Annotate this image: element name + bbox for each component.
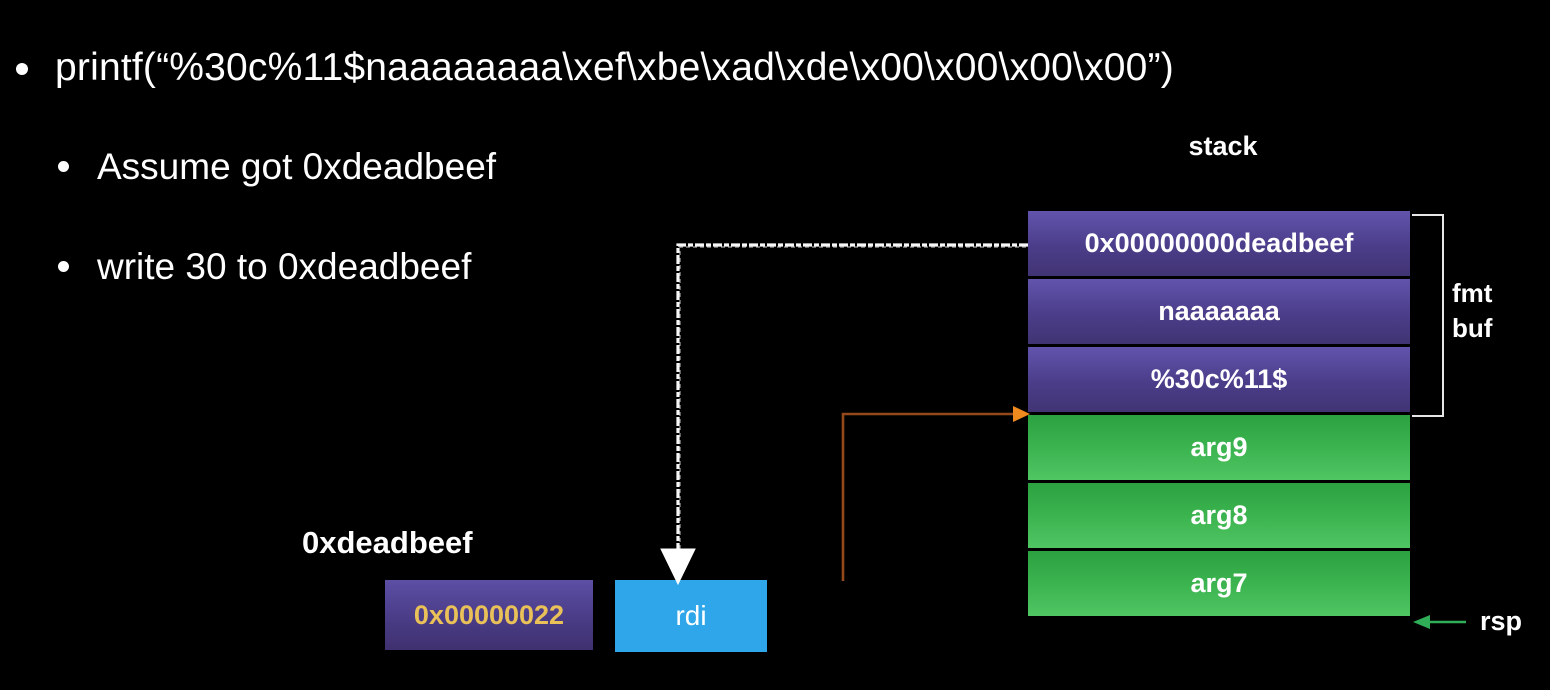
stack-row-arg8: arg8: [1028, 483, 1410, 548]
rsp-label: rsp: [1480, 606, 1523, 636]
printf-format-string-text: printf(“%30c%11$naaaaaaaa\xef\xbe\xad\xd…: [55, 46, 1174, 89]
fmt-buf-bracket: [1412, 214, 1444, 417]
write-arrow-line-texture: [679, 246, 1026, 550]
stack-row-deadbeef-value: 0x00000000deadbeef: [1028, 211, 1410, 276]
rdi-arrow: [841, 406, 1030, 581]
got-value-text: 0x00000022: [413, 599, 565, 630]
stack-column: 0x00000000deadbeef naaaaaaa %30c%11$ arg…: [1028, 211, 1410, 619]
stack-row-format-spec: %30c%11$: [1028, 347, 1410, 412]
stack-title: stack: [1188, 131, 1258, 161]
bullet-write-30: write 30 to 0xdeadbeef: [58, 246, 471, 288]
got-address-label: 0xdeadbeef: [302, 525, 473, 560]
write-30-text: write 30 to 0xdeadbeef: [97, 246, 472, 287]
got-value-box: 0x00000022: [385, 580, 593, 650]
fmt-buf-label: fmt buf: [1452, 276, 1492, 346]
assume-got-text: Assume got 0xdeadbeef: [97, 146, 497, 187]
stack-row-arg9: arg9: [1028, 415, 1410, 480]
rdi-register-box: rdi: [615, 580, 767, 652]
rsp-arrow: [1413, 615, 1466, 629]
bullet-dot: [16, 63, 28, 75]
bullet-printf-line: printf(“%30c%11$naaaaaaaa\xef\xbe\xad\xd…: [16, 46, 1174, 90]
write-arrow: [660, 243, 1028, 586]
rsp-arrow-head: [1413, 615, 1430, 629]
fmt-buf-line2: buf: [1452, 313, 1493, 343]
bullet-dot: [58, 161, 69, 172]
stack-row-arg7: arg7: [1028, 551, 1410, 616]
rdi-label: rdi: [675, 600, 707, 631]
bullet-dot: [58, 261, 69, 272]
write-arrow-head: [660, 548, 696, 586]
bullet-assume-got: Assume got 0xdeadbeef: [58, 146, 496, 188]
fmt-buf-line1: fmt: [1452, 278, 1493, 308]
write-arrow-line: [676, 243, 1028, 552]
rdi-arrow-line: [841, 412, 1014, 581]
stack-row-naaaaaaa: naaaaaaa: [1028, 279, 1410, 344]
